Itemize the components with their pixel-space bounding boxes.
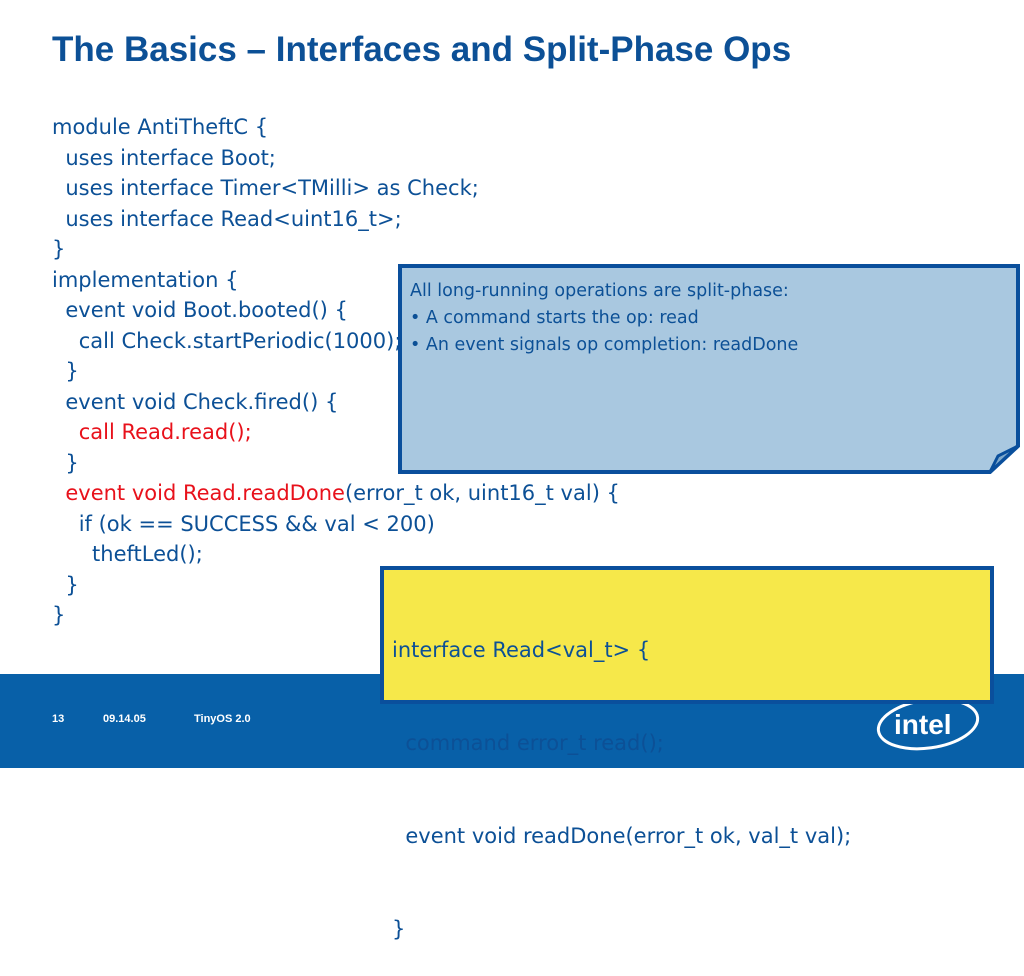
code-line: } bbox=[52, 448, 620, 479]
code-segment: } bbox=[52, 572, 79, 597]
callout-note bbox=[398, 264, 1020, 474]
code-line: theftLed(); bbox=[52, 539, 620, 570]
footer-product: TinyOS 2.0 bbox=[194, 713, 251, 725]
callout-fold bbox=[988, 444, 1020, 474]
code-segment: uses interface Read<uint16_t>; bbox=[52, 206, 402, 231]
code-segment: theftLed(); bbox=[52, 542, 203, 566]
code-line: uses interface Timer<TMilli> as Check; bbox=[52, 173, 620, 204]
code-segment: module AntiTheftC { bbox=[52, 115, 269, 139]
interface-line: command error_t read(); bbox=[392, 731, 664, 755]
code-segment: (error_t ok, uint16_t val) { bbox=[344, 481, 620, 505]
code-segment: uses interface Timer<TMilli> as Check; bbox=[52, 176, 479, 200]
code-line: if (ok == SUCCESS && val < 200) bbox=[52, 509, 620, 540]
code-line: module AntiTheftC { bbox=[52, 112, 620, 143]
interface-line: interface Read<val_t> { bbox=[392, 638, 651, 662]
code-segment: if (ok == SUCCESS && val < 200) bbox=[52, 511, 435, 536]
code-line: uses interface Read<uint16_t>; bbox=[52, 204, 620, 235]
code-segment: call Check.startPeriodic(1000); bbox=[52, 328, 402, 353]
code-segment: event void Boot.booted() { bbox=[52, 298, 348, 322]
svg-text:intel: intel bbox=[894, 709, 952, 740]
code-line: call Check.startPeriodic(1000); bbox=[52, 326, 620, 357]
code-segment: event void Read.readDone bbox=[52, 481, 345, 505]
code-segment: } bbox=[52, 603, 66, 627]
code-listing: module AntiTheftC { uses interface Boot;… bbox=[52, 112, 620, 631]
interface-line: event void readDone(error_t ok, val_t va… bbox=[392, 824, 852, 848]
code-line: } bbox=[52, 570, 620, 601]
code-line: event void Read.readDone(error_t ok, uin… bbox=[52, 478, 620, 509]
footer-date: 09.14.05 bbox=[103, 713, 146, 725]
callout-line: • An event signals op completion: readDo… bbox=[410, 335, 799, 355]
code-line: call Read.read(); bbox=[52, 417, 620, 448]
page-number: 13 bbox=[52, 713, 65, 725]
interface-line: } bbox=[392, 917, 406, 941]
code-line: event void Boot.booted() { bbox=[52, 295, 620, 326]
code-line: uses interface Boot; bbox=[52, 143, 620, 174]
interface-code: interface Read<val_t> { command error_t … bbox=[392, 573, 851, 976]
code-line: event void Check.fired() { bbox=[52, 387, 620, 418]
slide-title: The Basics – Interfaces and Split-Phase … bbox=[52, 30, 792, 69]
code-line: } bbox=[52, 356, 620, 387]
callout-line: All long-running operations are split-ph… bbox=[410, 281, 789, 301]
code-segment: event void Check.fired() { bbox=[52, 389, 339, 414]
callout-line: • A command starts the op: read bbox=[410, 308, 699, 328]
code-line: } bbox=[52, 234, 620, 265]
code-segment: implementation { bbox=[52, 267, 239, 292]
code-segment: uses interface Boot; bbox=[52, 145, 276, 170]
code-line: } bbox=[52, 600, 620, 631]
callout-text: All long-running operations are split-ph… bbox=[410, 278, 1010, 359]
code-segment: call Read.read(); bbox=[52, 420, 252, 444]
interface-box bbox=[380, 566, 994, 704]
code-segment: } bbox=[52, 237, 66, 261]
intel-logo: intel bbox=[876, 697, 980, 751]
code-line: implementation { bbox=[52, 265, 620, 296]
code-segment: } bbox=[52, 450, 79, 475]
code-segment: } bbox=[52, 359, 79, 383]
